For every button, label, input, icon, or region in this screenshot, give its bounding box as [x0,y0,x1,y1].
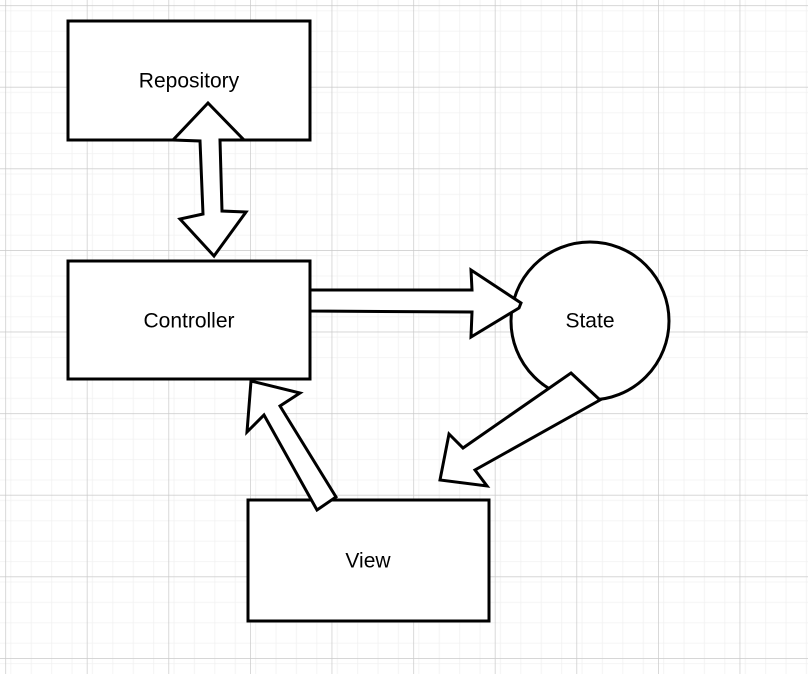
view-label: View [345,550,391,573]
controller-box[interactable] [66,259,312,381]
edge-repository-controller[interactable] [169,100,249,259]
node-state[interactable]: State [509,240,671,402]
repository-label: Repository [139,70,240,93]
repository-controller-arrow[interactable] [169,100,249,259]
state-view-arrow[interactable] [438,371,603,488]
controller-label: Controller [143,310,234,333]
repository-box[interactable] [66,19,312,142]
edge-controller-state[interactable] [308,267,523,340]
node-view[interactable]: View [246,498,491,623]
state-label: State [565,310,614,333]
edge-state-view[interactable] [438,371,603,488]
node-controller[interactable]: Controller [66,259,312,381]
edge-view-controller[interactable] [245,379,339,513]
controller-state-arrow[interactable] [308,267,523,340]
node-repository[interactable]: Repository [66,19,312,142]
view-controller-arrow[interactable] [245,379,339,513]
view-box[interactable] [246,498,491,623]
